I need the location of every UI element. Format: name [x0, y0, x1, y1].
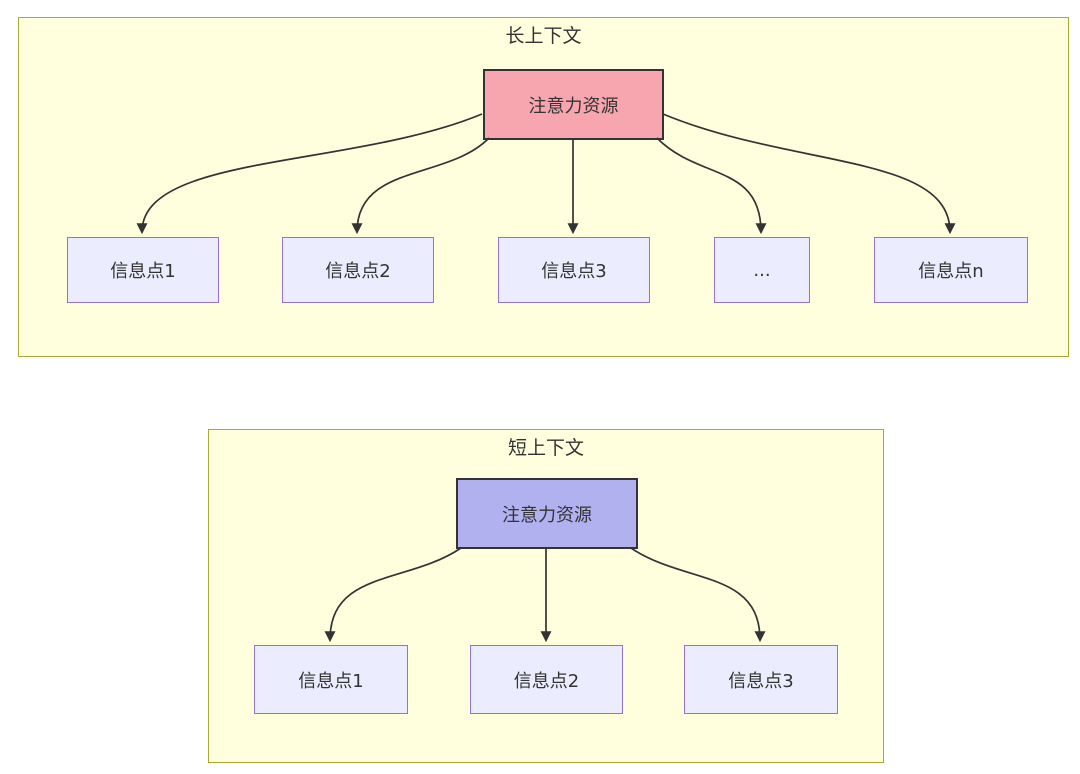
short-info-node-3: 信息点3 [684, 645, 838, 714]
cluster-short-context: 短上下文 注意力资源 信息点1 信息点2 信息点3 [208, 429, 884, 763]
long-info-node-2: 信息点2 [282, 237, 434, 303]
cluster-long-context-title: 长上下文 [505, 25, 582, 47]
long-info-node-n: 信息点n [874, 237, 1028, 303]
long-info-node-3: 信息点3 [498, 237, 650, 303]
cluster-short-context-title: 短上下文 [507, 437, 584, 459]
short-attention-resource-node: 注意力资源 [456, 478, 638, 549]
long-info-node-1: 信息点1 [67, 237, 219, 303]
long-info-node-ellipsis: ... [714, 237, 810, 303]
short-info-node-2: 信息点2 [470, 645, 623, 714]
short-info-node-1: 信息点1 [254, 645, 408, 714]
cluster-long-context: 长上下文 注意力资源 信息点1 信息点2 信息点3 ... 信息点n [18, 17, 1069, 357]
long-attention-resource-node: 注意力资源 [483, 69, 664, 140]
